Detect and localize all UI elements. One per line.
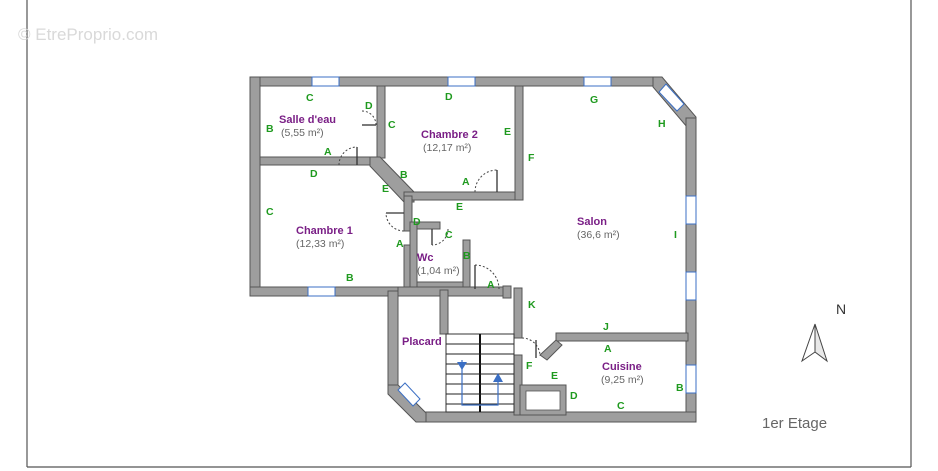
window-salon-top <box>583 76 612 87</box>
north-arrow-icon <box>801 323 828 363</box>
wall-label: F <box>528 152 535 164</box>
room-name-placard: Placard <box>402 336 442 348</box>
door-cuisine <box>521 337 541 357</box>
window-chambre1 <box>307 286 336 297</box>
room-name-salon: Salon <box>577 216 607 228</box>
wall-label: E <box>551 370 558 382</box>
wall-label: A <box>396 238 404 250</box>
wall-diagonal-hall <box>369 156 415 203</box>
wall-label: D <box>310 168 318 180</box>
wall-label: B <box>676 382 684 394</box>
room-area-chambre1: (12,33 m²) <box>296 238 344 250</box>
door-chambre2 <box>474 169 498 193</box>
wall-k <box>513 287 523 339</box>
wall-label: D <box>445 91 453 103</box>
door-salle-eau-inner <box>361 110 377 126</box>
wall-label: C <box>266 206 274 218</box>
wall-diagonal-sw <box>387 384 427 423</box>
room-name-salle-eau: Salle d'eau <box>279 114 336 126</box>
window-cuisine <box>685 364 697 394</box>
wall-label: A <box>604 343 612 355</box>
wall-label: E <box>504 126 511 138</box>
window-salle-eau <box>311 76 340 87</box>
wall-label: D <box>365 100 373 112</box>
wall-wc-right <box>462 239 471 290</box>
wall-cuisine-corner <box>539 339 563 361</box>
wall-label: B <box>346 272 354 284</box>
wall-label: D <box>570 390 578 402</box>
wall-label: A <box>324 146 332 158</box>
north-label: N <box>836 301 846 317</box>
floor-label: 1er Etage <box>762 415 827 432</box>
stairs-down-arrow-icon <box>457 362 467 370</box>
window-chambre2 <box>447 76 476 87</box>
wall-label: C <box>388 119 396 131</box>
wall-label: B <box>400 169 408 181</box>
wall-label: I <box>674 229 677 241</box>
room-area-salle-eau: (5,55 m²) <box>281 127 324 139</box>
wall-label: C <box>617 400 625 412</box>
wall-label: A <box>462 176 470 188</box>
wall-cuisine-top <box>555 332 689 342</box>
door-chambre1 <box>385 212 405 232</box>
stairs-direction-line <box>461 360 499 406</box>
window-placard <box>397 382 421 407</box>
wall-label: E <box>382 183 389 195</box>
wall-labels: C D B A C D E A B G H F E I J K D E C A … <box>266 91 684 412</box>
stairs-up-arrow-icon <box>493 373 503 382</box>
wall-left-placard <box>387 290 399 390</box>
wall-label: A <box>487 279 495 291</box>
room-area-chambre2: (12,17 m²) <box>423 142 471 154</box>
room-area-cuisine: (9,25 m²) <box>601 374 644 386</box>
wall-label: D <box>413 216 421 228</box>
staircase <box>445 333 515 413</box>
room-name-chambre2: Chambre 2 <box>421 129 478 141</box>
wall-label: K <box>528 299 536 311</box>
wall-label: F <box>526 360 533 372</box>
wall-salle-eau-right <box>376 85 386 159</box>
wall-chambre2-right <box>514 85 524 201</box>
wall-label: E <box>456 201 463 213</box>
room-area-salon: (36,6 m²) <box>577 229 620 241</box>
windows <box>307 76 697 407</box>
room-name-chambre1: Chambre 1 <box>296 225 353 237</box>
window-salon-diagonal <box>658 83 685 112</box>
wall-chambre2-bottom <box>403 191 517 201</box>
room-name-wc: Wc <box>417 252 434 264</box>
room-name-cuisine: Cuisine <box>602 361 642 373</box>
page-frame <box>26 0 912 468</box>
wall-left <box>249 76 261 297</box>
watermark: © EtreProprio.com <box>18 25 158 44</box>
wall-label: B <box>463 250 471 262</box>
window-salon-right-2 <box>685 271 697 301</box>
window-salon-right-1 <box>685 195 697 225</box>
wall-placard-right <box>439 289 449 335</box>
door-wc <box>431 228 449 246</box>
wall-label: B <box>266 123 274 135</box>
wall-label: C <box>445 229 453 241</box>
wall-label: C <box>306 92 314 104</box>
wall-label: H <box>658 118 666 130</box>
door-salle-eau <box>338 146 358 166</box>
wall-label: J <box>603 321 609 333</box>
wall-label: G <box>590 94 598 106</box>
room-area-wc: (1,04 m²) <box>417 265 460 277</box>
door-hall <box>474 264 500 290</box>
